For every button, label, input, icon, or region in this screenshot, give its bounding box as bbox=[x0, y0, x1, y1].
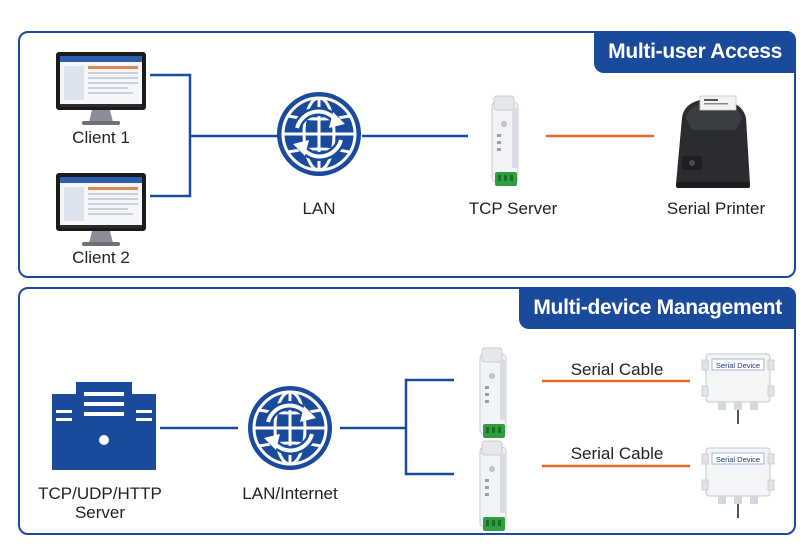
thermal-printer-icon bbox=[676, 95, 750, 188]
serial-server-module-icon-1 bbox=[479, 347, 507, 439]
modules-bracket-line bbox=[404, 378, 454, 476]
client2-label: Client 2 bbox=[72, 248, 130, 267]
lan-internet-label: LAN/Internet bbox=[242, 484, 338, 503]
internet-globe-icon bbox=[248, 386, 332, 470]
multi-user-access-panel: Multi-user Access bbox=[18, 31, 796, 278]
panel-title-multi-device-management: Multi-device Management bbox=[519, 287, 796, 329]
clients-bracket-line bbox=[150, 73, 192, 198]
server-label-line2: Server bbox=[74, 503, 126, 522]
client1-monitor-icon bbox=[56, 52, 146, 125]
tcp-server-label: TCP Server bbox=[468, 199, 558, 218]
lan-label: LAN bbox=[302, 199, 336, 218]
server-tower-icon bbox=[52, 382, 156, 470]
lan-globe-icon bbox=[277, 92, 361, 176]
panel-title-multi-user-access: Multi-user Access bbox=[594, 31, 796, 73]
serial-cable-label-1: Serial Cable bbox=[570, 360, 664, 379]
serial-device-2-label: Serial Device bbox=[715, 455, 761, 464]
serial-cable-label-2: Serial Cable bbox=[570, 444, 664, 463]
client1-label: Client 1 bbox=[72, 128, 130, 147]
multi-device-management-panel: Multi-device Management bbox=[18, 287, 796, 535]
serial-printer-label: Serial Printer bbox=[666, 199, 766, 218]
serial-device-1-label: Serial Device bbox=[715, 361, 761, 370]
tcp-server-module-icon bbox=[491, 95, 519, 187]
serial-server-module-icon-2 bbox=[479, 440, 507, 532]
server-label-line1: TCP/UDP/HTTP bbox=[38, 484, 162, 503]
client2-monitor-icon bbox=[56, 173, 146, 246]
